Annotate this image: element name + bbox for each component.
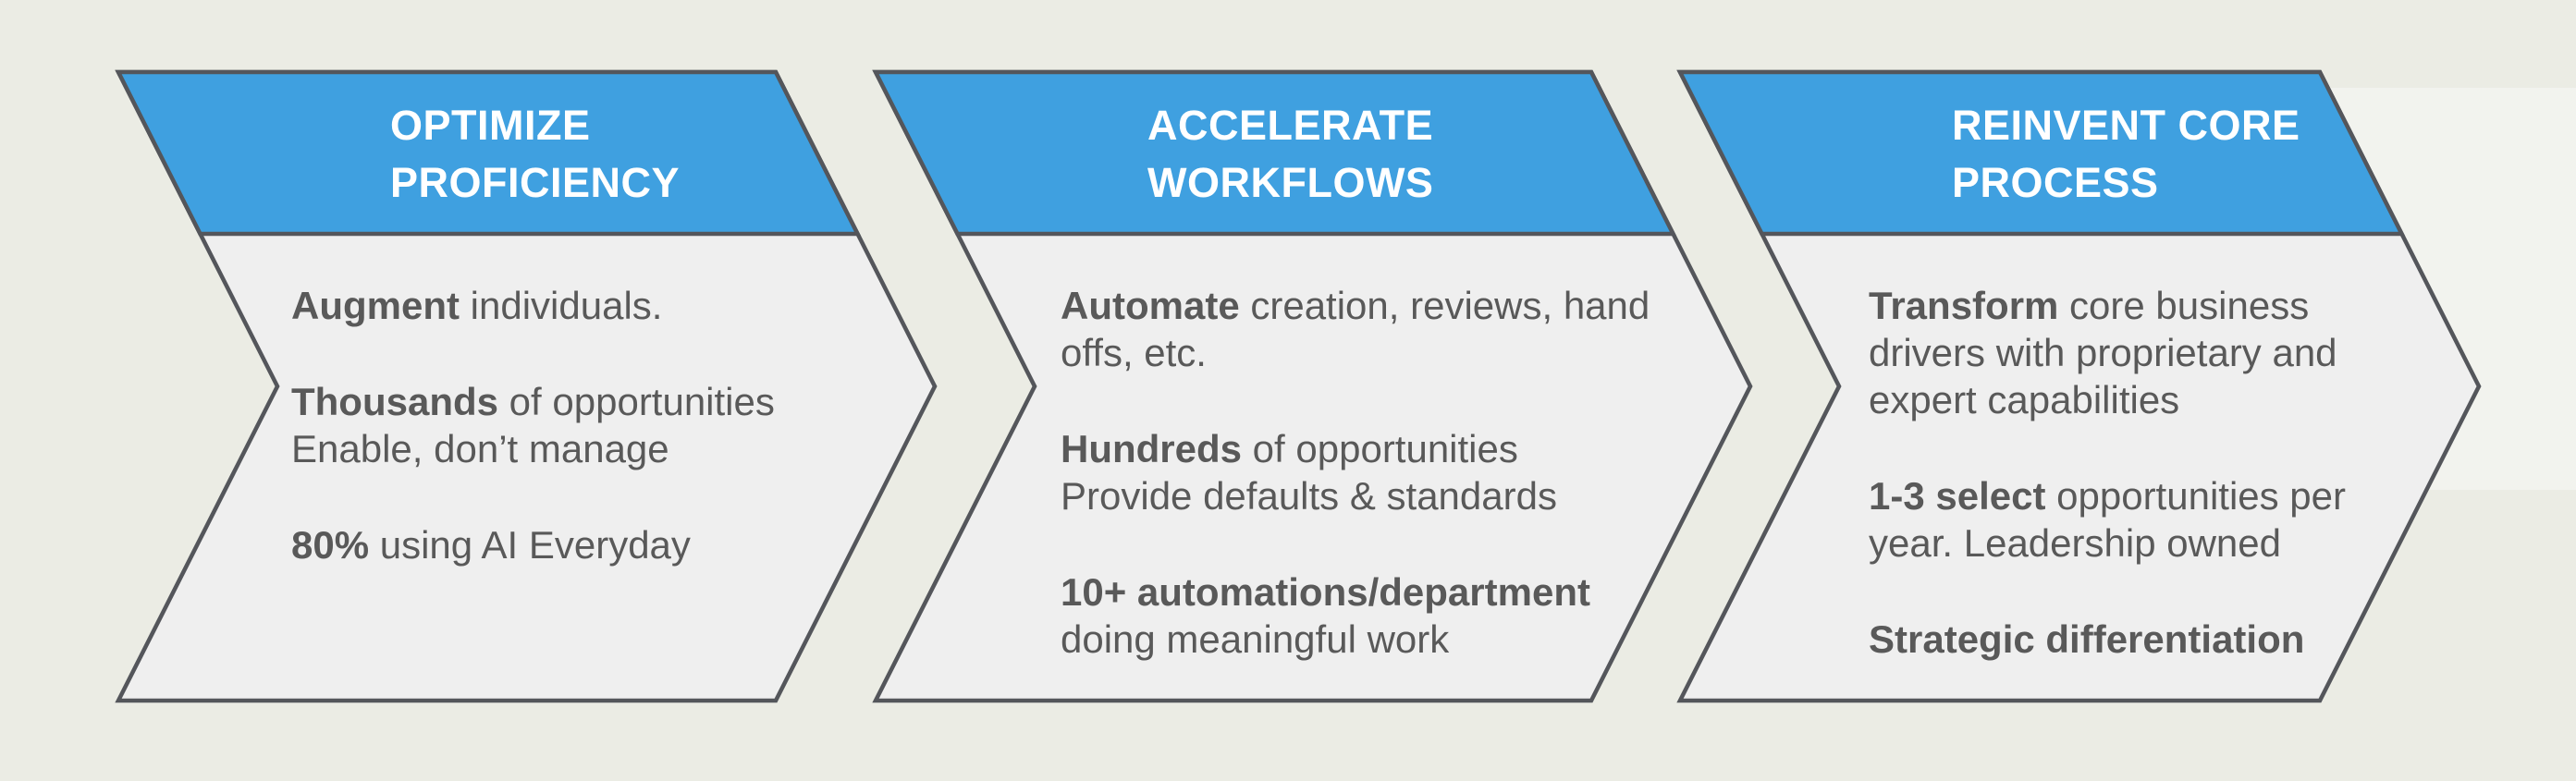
body-line: drivers with proprietary and <box>1869 329 2346 376</box>
body-line: 1-3 select opportunities per <box>1869 472 2346 519</box>
stage-paragraph: Strategic differentiation <box>1869 616 2346 663</box>
body-run: of opportunities <box>1242 427 1518 470</box>
stage-title-3: REINVENT CORE PROCESS <box>1952 97 2300 212</box>
body-run: expert capabilities <box>1869 378 2180 421</box>
body-run: Provide defaults & standards <box>1061 474 1557 518</box>
body-run-bold: 1-3 select <box>1869 474 2046 518</box>
stage-title-line: WORKFLOWS <box>1147 159 1434 206</box>
body-run: of opportunities <box>498 380 775 423</box>
body-run: core business <box>2058 284 2310 327</box>
body-line: offs, etc. <box>1061 329 1650 376</box>
body-run: offs, etc. <box>1061 331 1207 374</box>
body-run: year. Leadership owned <box>1869 521 2281 565</box>
body-run-bold: Transform <box>1869 284 2059 327</box>
body-run-bold: Hundreds <box>1061 427 1243 470</box>
stage-body-text-1: Augment individuals. Thousands of opportu… <box>291 282 775 568</box>
body-line: expert capabilities <box>1869 376 2346 423</box>
stage-title-line: ACCELERATE <box>1147 102 1434 149</box>
body-run-bold: Strategic differentiation <box>1869 617 2305 661</box>
body-run: using AI Everyday <box>369 523 691 567</box>
body-run-bold: 10+ automations/department <box>1061 570 1590 614</box>
stage-paragraph: Augment individuals. <box>291 282 775 329</box>
body-run-bold: 80% <box>291 523 370 567</box>
body-run: opportunities per <box>2045 474 2347 518</box>
chevron-header-band-1 <box>115 69 862 237</box>
body-run-bold: Automate <box>1061 284 1240 327</box>
body-run: Enable, don’t manage <box>291 427 669 470</box>
body-line: Augment individuals. <box>291 282 775 329</box>
stage-title-2: ACCELERATE WORKFLOWS <box>1147 97 1433 212</box>
stage-title-line: REINVENT CORE <box>1952 102 2300 149</box>
body-line: Enable, don’t manage <box>291 425 775 472</box>
body-run: doing meaningful work <box>1061 617 1450 661</box>
body-line: Hundreds of opportunities <box>1061 425 1650 472</box>
body-line: Provide defaults & standards <box>1061 472 1650 519</box>
stage-paragraph: 80% using AI Everyday <box>291 521 775 568</box>
body-line: year. Leadership owned <box>1869 519 2346 567</box>
chevron-header-band-2 <box>872 69 1677 237</box>
stage-title-line: PROCESS <box>1952 159 2159 206</box>
body-run: individuals. <box>460 284 663 327</box>
body-line: Transform core business <box>1869 282 2346 329</box>
body-line: Automate creation, reviews, hand <box>1061 282 1650 329</box>
stage-title-line: OPTIMIZE <box>390 102 591 149</box>
body-line: Thousands of opportunities <box>291 378 775 425</box>
body-line: 10+ automations/department <box>1061 568 1650 616</box>
body-run: creation, reviews, hand <box>1239 284 1650 327</box>
stage-title-line: PROFICIENCY <box>390 159 681 206</box>
body-line: 80% using AI Everyday <box>291 521 775 568</box>
body-line: doing meaningful work <box>1061 616 1650 663</box>
body-line: Strategic differentiation <box>1869 616 2346 663</box>
stage-title-1: OPTIMIZE PROFICIENCY <box>390 97 680 212</box>
chevron-header-band-3 <box>1676 69 2406 237</box>
body-run-bold: Augment <box>291 284 460 327</box>
body-run: drivers with proprietary and <box>1869 331 2337 374</box>
body-run-bold: Thousands <box>291 380 499 423</box>
